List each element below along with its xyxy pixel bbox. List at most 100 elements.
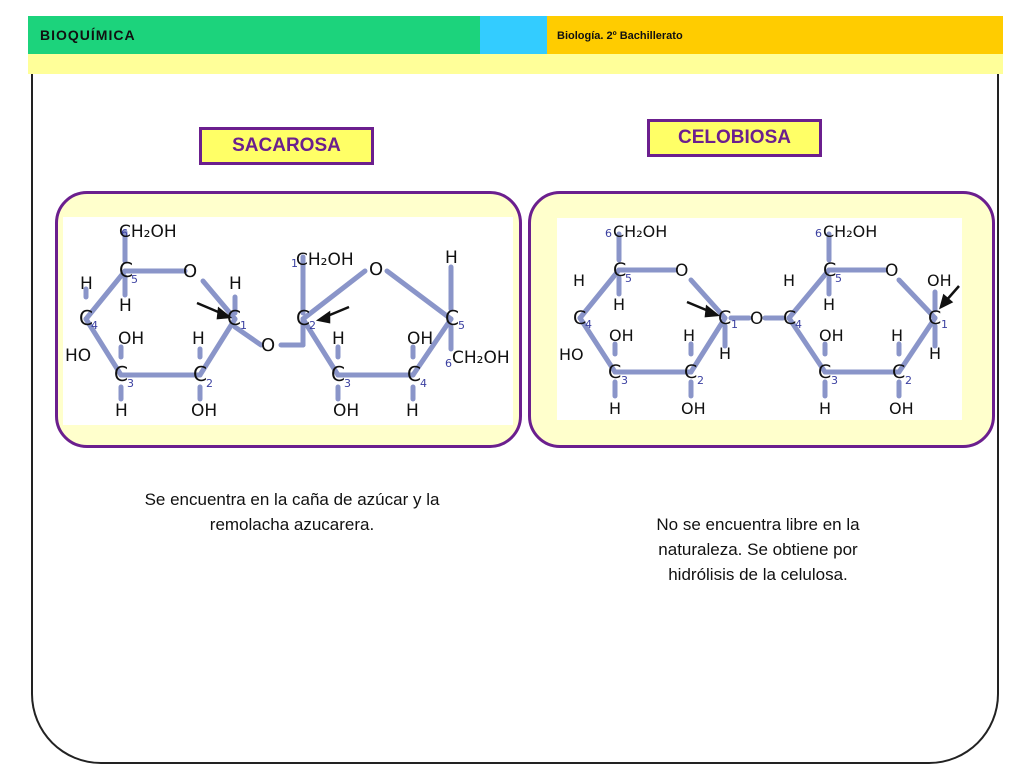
header-light-strip [28, 54, 1003, 74]
c-ch2oh-2: CH₂OH [823, 222, 877, 241]
s-c4b: C [407, 362, 421, 386]
s-h-c5: H [119, 296, 132, 316]
c-bond-arrows [686, 285, 960, 318]
c-c1a: C [718, 307, 731, 329]
s-h-c3: H [115, 401, 128, 421]
c-h-c2a: H [683, 326, 695, 345]
header-cyan-band [480, 16, 547, 54]
s-num-1a: 1 [240, 319, 247, 332]
c-o-ring1: O [675, 261, 688, 281]
s-h-c5b: H [445, 248, 458, 268]
sacarosa-label-text: SACAROSA [232, 135, 341, 156]
c-c2b: C [892, 361, 905, 383]
s-c3: C [114, 362, 128, 386]
sacarosa-structure: 6 CH₂OH C 5 O H H H C 4 C 1 OH H HO O C … [63, 217, 513, 425]
s-o-ring2: O [369, 259, 383, 280]
s-c2b: C [296, 306, 310, 330]
c-h-c3b: H [819, 399, 831, 418]
s-c3b: C [331, 362, 345, 386]
c-c3b: C [818, 361, 831, 383]
s-h-c1: H [229, 274, 242, 294]
s-h-c4: H [80, 274, 93, 294]
c-num-1a: 1 [731, 318, 738, 331]
s-c5b: C [445, 306, 459, 330]
sacarosa-label: SACAROSA [199, 127, 374, 165]
c-num-6a: 6 [605, 227, 612, 240]
c-c5b: C [823, 259, 836, 281]
header-subtitle: Biología. 2º Bachillerato [557, 30, 683, 42]
s-num-2b: 2 [309, 319, 316, 332]
c-h-c2b: H [891, 326, 903, 345]
c-oh-c2b: OH [889, 399, 914, 418]
c-h-c5a: H [613, 295, 625, 314]
s-oh-c3: OH [118, 329, 144, 349]
s-c2: C [193, 362, 207, 386]
header-green-band [28, 16, 480, 54]
c-c5a: C [613, 259, 626, 281]
celobiosa-structure: 6 CH₂OH C 5 O H H C 4 C 1 OH H H HO O C … [557, 218, 962, 420]
s-h-c3b: H [332, 329, 345, 349]
s-o-bridge: O [261, 335, 275, 356]
c-num-4b: 4 [795, 318, 802, 331]
s-num-1b: 1 [291, 257, 298, 270]
c-c2a: C [684, 361, 697, 383]
c-num-2b: 2 [905, 374, 912, 387]
s-num-4a: 4 [91, 319, 98, 332]
s-oh-c4b: OH [407, 329, 433, 349]
c-num-3b: 3 [831, 374, 838, 387]
c-h-c1b: H [929, 344, 941, 363]
c-h-c1a: H [719, 344, 731, 363]
s-ho-c4: HO [65, 346, 91, 366]
c-oh-c3b: OH [819, 326, 844, 345]
s-h-c4b: H [406, 401, 419, 421]
celobiosa-label-text: CELOBIOSA [678, 127, 791, 148]
s-c5: C [119, 258, 133, 282]
c-num-6b: 6 [815, 227, 822, 240]
c-ho-c4a: HO [559, 345, 584, 364]
c-h-c3a: H [609, 399, 621, 418]
celobiosa-label: CELOBIOSA [647, 119, 822, 157]
s-num-5b: 5 [458, 319, 465, 332]
c-h-c4b: H [783, 271, 795, 290]
c-oh-c2a: OH [681, 399, 706, 418]
c-num-3a: 3 [621, 374, 628, 387]
s-h-c2: H [192, 329, 205, 349]
c-c4a: C [573, 307, 586, 329]
s-num-3b: 3 [344, 377, 351, 390]
sacarosa-description: Se encuentra en la caña de azúcar y la r… [144, 490, 440, 534]
s-ch2oh-3: CH₂OH [452, 348, 510, 368]
c-ch2oh-1: CH₂OH [613, 222, 667, 241]
content-frame [31, 74, 999, 764]
s-oh-c3b: OH [333, 401, 359, 421]
c-num-5a: 5 [625, 272, 632, 285]
c-o-bridge: O [750, 309, 763, 329]
c-num-2a: 2 [697, 374, 704, 387]
c-oh-c3a: OH [609, 326, 634, 345]
s-num-2a: 2 [206, 377, 213, 390]
c-h-c5b: H [823, 295, 835, 314]
s-num-4b: 4 [420, 377, 427, 390]
c-num-4a: 4 [585, 318, 592, 331]
sacarosa-structure-svg: 6 CH₂OH C 5 O H H H C 4 C 1 OH H HO O C … [65, 222, 510, 421]
c-h-c4a: H [573, 271, 585, 290]
c-c1b: C [928, 307, 941, 329]
s-c1: C [227, 306, 241, 330]
c-o-ring2: O [885, 261, 898, 281]
s-num-5: 5 [131, 273, 138, 286]
c-c3a: C [608, 361, 621, 383]
s-ch2oh-1: CH₂OH [119, 222, 177, 242]
s-bond-arrows [196, 301, 350, 324]
c-c4b: C [783, 307, 796, 329]
header-title: BIOQUÍMICA [40, 27, 136, 43]
s-num-6b: 6 [445, 357, 452, 370]
c-oh-c1b: OH [927, 271, 952, 290]
s-oh-c2: OH [191, 401, 217, 421]
c-num-1b: 1 [941, 318, 948, 331]
s-num-6a: 6 [121, 227, 128, 240]
celobiosa-description: No se encuentra libre en la naturaleza. … [656, 515, 860, 584]
s-num-3a: 3 [127, 377, 134, 390]
c-num-5b: 5 [835, 272, 842, 285]
header-yellow-band [547, 16, 1003, 54]
s-ch2oh-2: CH₂OH [296, 250, 354, 270]
celobiosa-structure-svg: 6 CH₂OH C 5 O H H C 4 C 1 OH H H HO O C … [559, 222, 960, 418]
